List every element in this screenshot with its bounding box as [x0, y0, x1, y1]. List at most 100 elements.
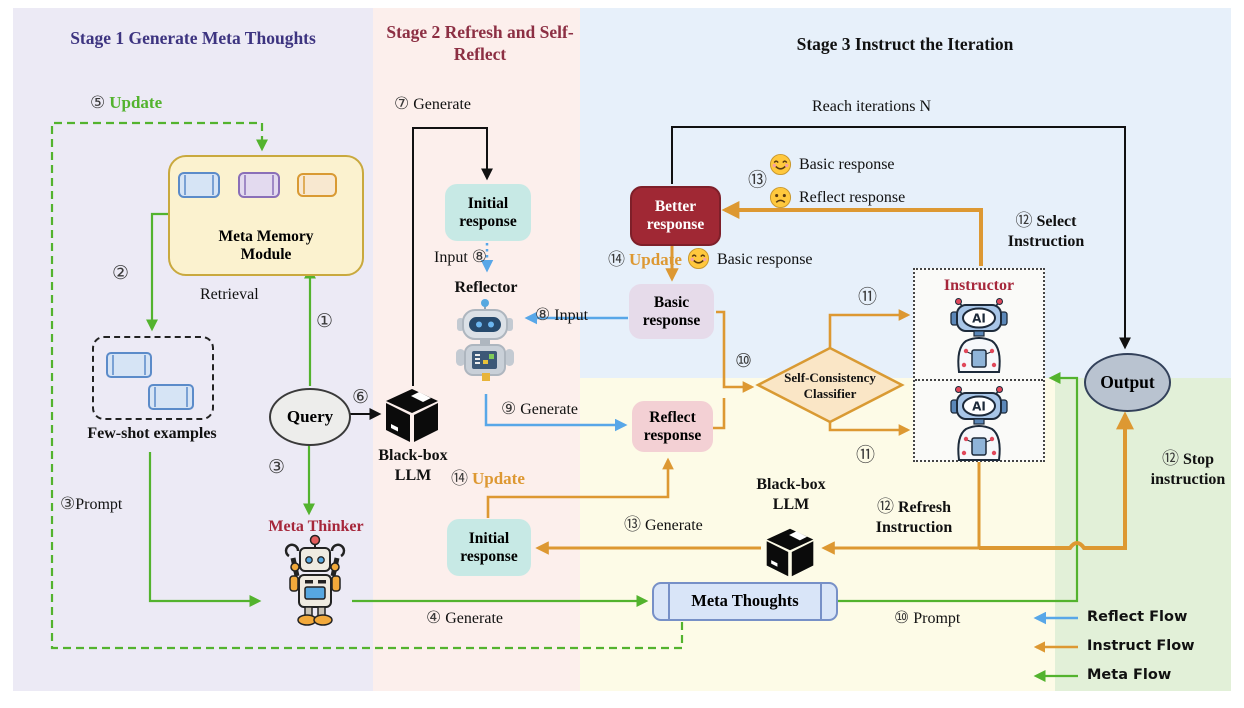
select-instruction-arrow [721, 201, 983, 266]
generate4-label: ④ Generate [426, 608, 503, 629]
generate13-text: Generate [645, 517, 703, 534]
step3-number: ③ [268, 456, 286, 478]
meta-thoughts-node: Meta Thoughts [652, 582, 838, 621]
initial-response-2: Initial response [447, 519, 531, 576]
reflect-response-label: Reflect response [643, 408, 702, 444]
legend13-reflect-label: Reflect response [799, 189, 906, 206]
legend13-basic-label: Basic response [799, 156, 895, 173]
update14b-text: Update [629, 250, 682, 269]
select12-number: ⑫ [1015, 211, 1033, 231]
instructor-robot-icon-2: AI [950, 386, 1008, 461]
input8b-text: Input [554, 307, 589, 324]
memory-to-fewshot-arrow [145, 212, 168, 332]
instructor-label: Instructor [943, 277, 1015, 294]
legend-instruct-flow-label: Instruct Flow [1087, 638, 1195, 654]
meta-flow-lines [50, 121, 1079, 683]
update14b-label: ⑭ Update [608, 249, 682, 271]
initial-response-1: Initial response [445, 184, 531, 241]
few-shot-examples-box [92, 336, 214, 420]
output-node: Output [1084, 353, 1171, 412]
generate13-label: ⑬ Generate [624, 515, 703, 536]
stop-instruction-arrow [979, 411, 1134, 550]
reflector-robot-icon [456, 299, 514, 381]
meta-memory-label: Meta Memory Module [218, 228, 314, 264]
step5-number: ⑤ [90, 93, 106, 113]
meta-thoughts-left-rule [668, 584, 670, 619]
black-box-llm-1-icon [386, 389, 438, 442]
step5-text: Update [109, 93, 163, 112]
meta-thinker-label: Meta Thinker [268, 518, 364, 535]
stop-instruction-label: ⑫ Stop instruction [1136, 449, 1240, 490]
basic-tag-label: Basic response [717, 251, 813, 268]
few-shot-chip-1 [106, 352, 152, 378]
step10-number: ⑩ [735, 350, 753, 372]
few-shot-chip-2 [148, 384, 194, 410]
query-node: Query [269, 388, 351, 446]
update14a-label: ⑭ Update [451, 468, 525, 490]
prompt3-number: ③ [60, 494, 76, 514]
input8a-number: ⑧ [471, 247, 488, 267]
legend-meta-flow-label: Meta Flow [1087, 667, 1172, 683]
update14b-number: ⑭ [608, 250, 625, 270]
refresh-instruction-label: ⑫ Refresh Instruction [850, 497, 978, 538]
stop12-text: Stop instruction [1150, 451, 1226, 489]
black-box-llm-2-icon [766, 528, 814, 577]
refresh12-text: Refresh Instruction [875, 499, 953, 537]
step5-update-label: ⑤ Update [90, 92, 162, 114]
black-flow-lines [348, 126, 1131, 420]
generate9-text: Generate [520, 401, 578, 418]
reach-iterations-label: Reach iterations N [812, 98, 932, 115]
select-instruction-label: ⑫ Select Instruction [984, 211, 1108, 252]
initial-response-1-label: Initial response [459, 194, 517, 230]
classifier-to-instructor-bottom-arrow [828, 422, 911, 436]
basic-to-classifier-arrow [716, 310, 755, 393]
happy-emoji-icon [769, 153, 792, 176]
meta-thoughts-right-rule [820, 584, 822, 619]
reflect-flow-lines [480, 243, 1078, 625]
generate4-text: Generate [445, 610, 503, 627]
stage3-title: Stage 3 Instruct the Iteration [796, 34, 1014, 54]
fewshot-to-thinker-arrow [148, 452, 262, 608]
update14-arrow [486, 457, 674, 518]
generate7-text: Generate [413, 96, 471, 113]
classifier-to-instructor-top-arrow [828, 309, 911, 348]
select12-text: Select Instruction [1007, 213, 1085, 251]
stage3-green-panel [1055, 378, 1231, 691]
step1-number: ① [316, 310, 334, 332]
reflector-label: Reflector [454, 279, 518, 296]
prompt10-text: Prompt [913, 610, 961, 627]
update14a-number: ⑭ [451, 469, 468, 489]
input8a-text: Input [434, 249, 468, 266]
generate13-number: ⑬ [624, 515, 641, 535]
reflect-response-node: Reflect response [632, 401, 713, 452]
instructor-robot-icon-1: AI [950, 298, 1008, 373]
ai-face-label-2: AI [972, 400, 986, 414]
update-dashed-arrow [50, 121, 684, 650]
prompt10-label: ⑩ Prompt [894, 608, 960, 629]
memory-chip-blue [178, 172, 220, 198]
prompt10-number: ⑩ [894, 608, 910, 628]
generate7-arrow [412, 127, 493, 386]
instructor-divider [915, 379, 1043, 381]
legend-reflect-flow-label: Reflect Flow [1087, 609, 1188, 625]
prompt3-label: ③Prompt [60, 494, 122, 515]
happy-emoji-icon-2 [687, 247, 710, 270]
few-shot-label: Few-shot examples [87, 425, 217, 442]
black-box-llm-1-label: Black-box LLM [378, 447, 448, 484]
reflector-to-reflectresponse-arrow [484, 394, 628, 432]
reflect-to-classifier-line [713, 398, 726, 430]
stage1-title: Stage 1 Generate Meta Thoughts [70, 28, 316, 48]
meta-thoughts-label: Meta Thoughts [691, 591, 799, 611]
memory-chip-purple [238, 172, 280, 198]
refresh12-number: ⑫ [876, 497, 894, 517]
generate7-label: ⑦ Generate [394, 94, 471, 115]
reach-iterations-arrow [671, 126, 1131, 350]
sad-emoji-icon [769, 186, 792, 209]
query-label: Query [286, 407, 334, 427]
update14a-text: Update [472, 469, 525, 488]
classifier-label: Self-Consistency Classifier [784, 370, 876, 402]
initial-response-2-label: Initial response [460, 529, 518, 565]
step13-number: ⑬ [748, 169, 768, 191]
step6-number: ⑥ [352, 386, 370, 408]
